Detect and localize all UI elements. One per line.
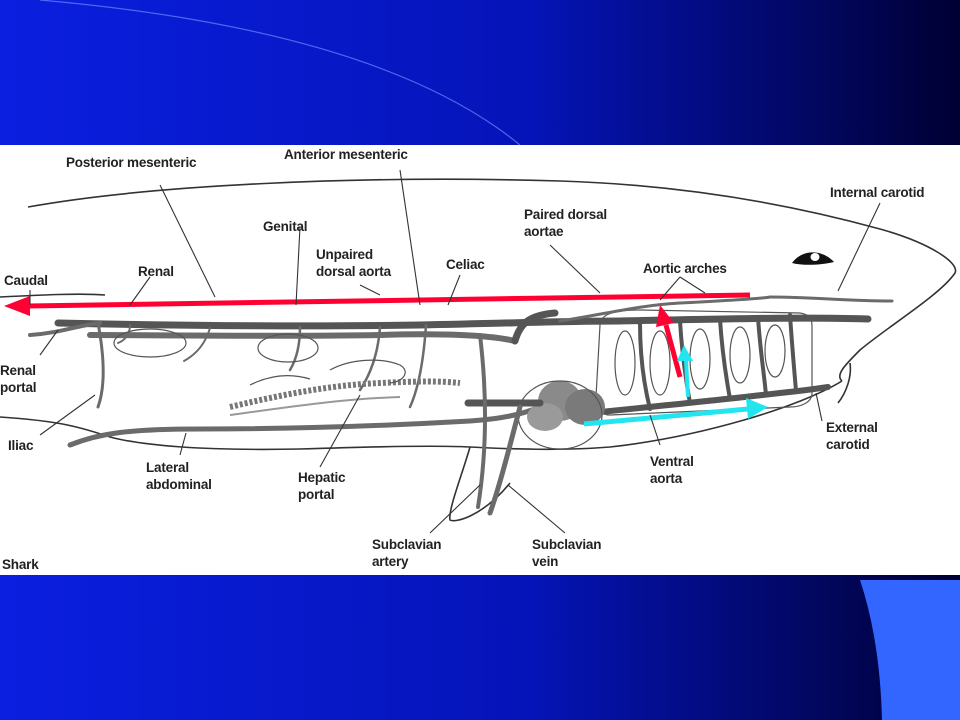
label-posterior-mesenteric: Posterior mesenteric <box>66 155 197 170</box>
body-outline-ventral <box>0 380 843 451</box>
cyan-flow-arrows <box>583 345 768 427</box>
label-leader-lines <box>29 169 881 534</box>
red-arch-arrow-shaft <box>663 324 683 378</box>
subclavian-vein-vessel <box>487 404 523 516</box>
label-genital: Genital <box>263 219 307 234</box>
unpaired-dorsal-aorta <box>54 314 872 330</box>
label-ventral-aorta-line2: aorta <box>650 471 683 486</box>
label-subclavian-vein-line2: vein <box>532 554 558 569</box>
cyan-arrow-shaft <box>583 406 749 427</box>
digestive-organs <box>113 328 461 416</box>
label-unpaired-dorsal-line2: dorsal aorta <box>316 264 392 279</box>
label-ventral-aorta-line1: Ventral <box>650 454 694 469</box>
label-internal-carotid: Internal carotid <box>830 185 924 200</box>
red-arch-arrowhead <box>656 305 674 327</box>
subclavian-artery-vessel <box>476 333 487 509</box>
shark-circulation-figure: Posterior mesenteric Anterior mesenteric… <box>0 145 960 575</box>
label-unpaired-dorsal-line1: Unpaired <box>316 247 373 262</box>
cyan-arrowhead <box>746 398 768 419</box>
gill-slit-outline <box>837 362 852 404</box>
label-shark: Shark <box>2 557 39 572</box>
label-caudal: Caudal <box>4 273 48 288</box>
lateral-abdominal-vein <box>67 404 543 448</box>
renal-portal-vein <box>28 321 102 337</box>
label-external-carotid-line1: External <box>826 420 878 435</box>
label-anterior-mesenteric: Anterior mesenteric <box>284 147 408 162</box>
red-flow-arrows <box>4 292 751 378</box>
label-celiac: Celiac <box>446 257 485 272</box>
posterior-cardinal-vein <box>87 331 518 344</box>
label-lateral-abdominal-line1: Lateral <box>146 460 189 475</box>
red-arrowhead <box>4 296 30 316</box>
label-renal: Renal <box>138 264 174 279</box>
ventral-aorta-vessel <box>587 384 831 416</box>
cyan-arch-arrow-shaft <box>684 359 690 398</box>
eye-icon <box>792 252 834 265</box>
gill-pouches <box>614 324 786 396</box>
accent-tab <box>860 580 960 720</box>
body-outline-dorsal <box>27 178 957 382</box>
shark-diagram: Posterior mesenteric Anterior mesenteric… <box>0 147 957 572</box>
label-subclavian-vein-line1: Subclavian <box>532 537 601 552</box>
decorative-swoosh <box>39 0 521 146</box>
precardinal-vein <box>511 309 559 345</box>
iliac-vessel <box>96 321 105 409</box>
label-subclavian-artery-line1: Subclavian <box>372 537 441 552</box>
label-paired-dorsal-line1: Paired dorsal <box>524 207 607 222</box>
label-subclavian-artery-line2: artery <box>372 554 409 569</box>
label-renal-portal-line1: Renal <box>0 363 36 378</box>
label-aortic-arches: Aortic arches <box>643 261 727 276</box>
pectoral-fin <box>449 446 511 522</box>
visceral-arteries <box>117 323 428 409</box>
label-lateral-abdominal-line2: abdominal <box>146 477 212 492</box>
cyan-arch-arrowhead <box>677 345 693 361</box>
label-external-carotid-line2: carotid <box>826 437 870 452</box>
caudal-fin-base <box>0 293 106 298</box>
label-iliac: Iliac <box>8 438 34 453</box>
internal-carotid-vessel <box>768 295 894 303</box>
label-hepatic-portal-line2: portal <box>298 487 334 502</box>
label-renal-portal-line2: portal <box>0 380 36 395</box>
heart-chambers <box>517 380 605 450</box>
paired-dorsal-aortae-vessel <box>558 295 772 323</box>
label-paired-dorsal-line2: aortae <box>524 224 564 239</box>
red-arrow-shaft <box>27 292 751 309</box>
label-hepatic-portal-line1: Hepatic <box>298 470 346 485</box>
